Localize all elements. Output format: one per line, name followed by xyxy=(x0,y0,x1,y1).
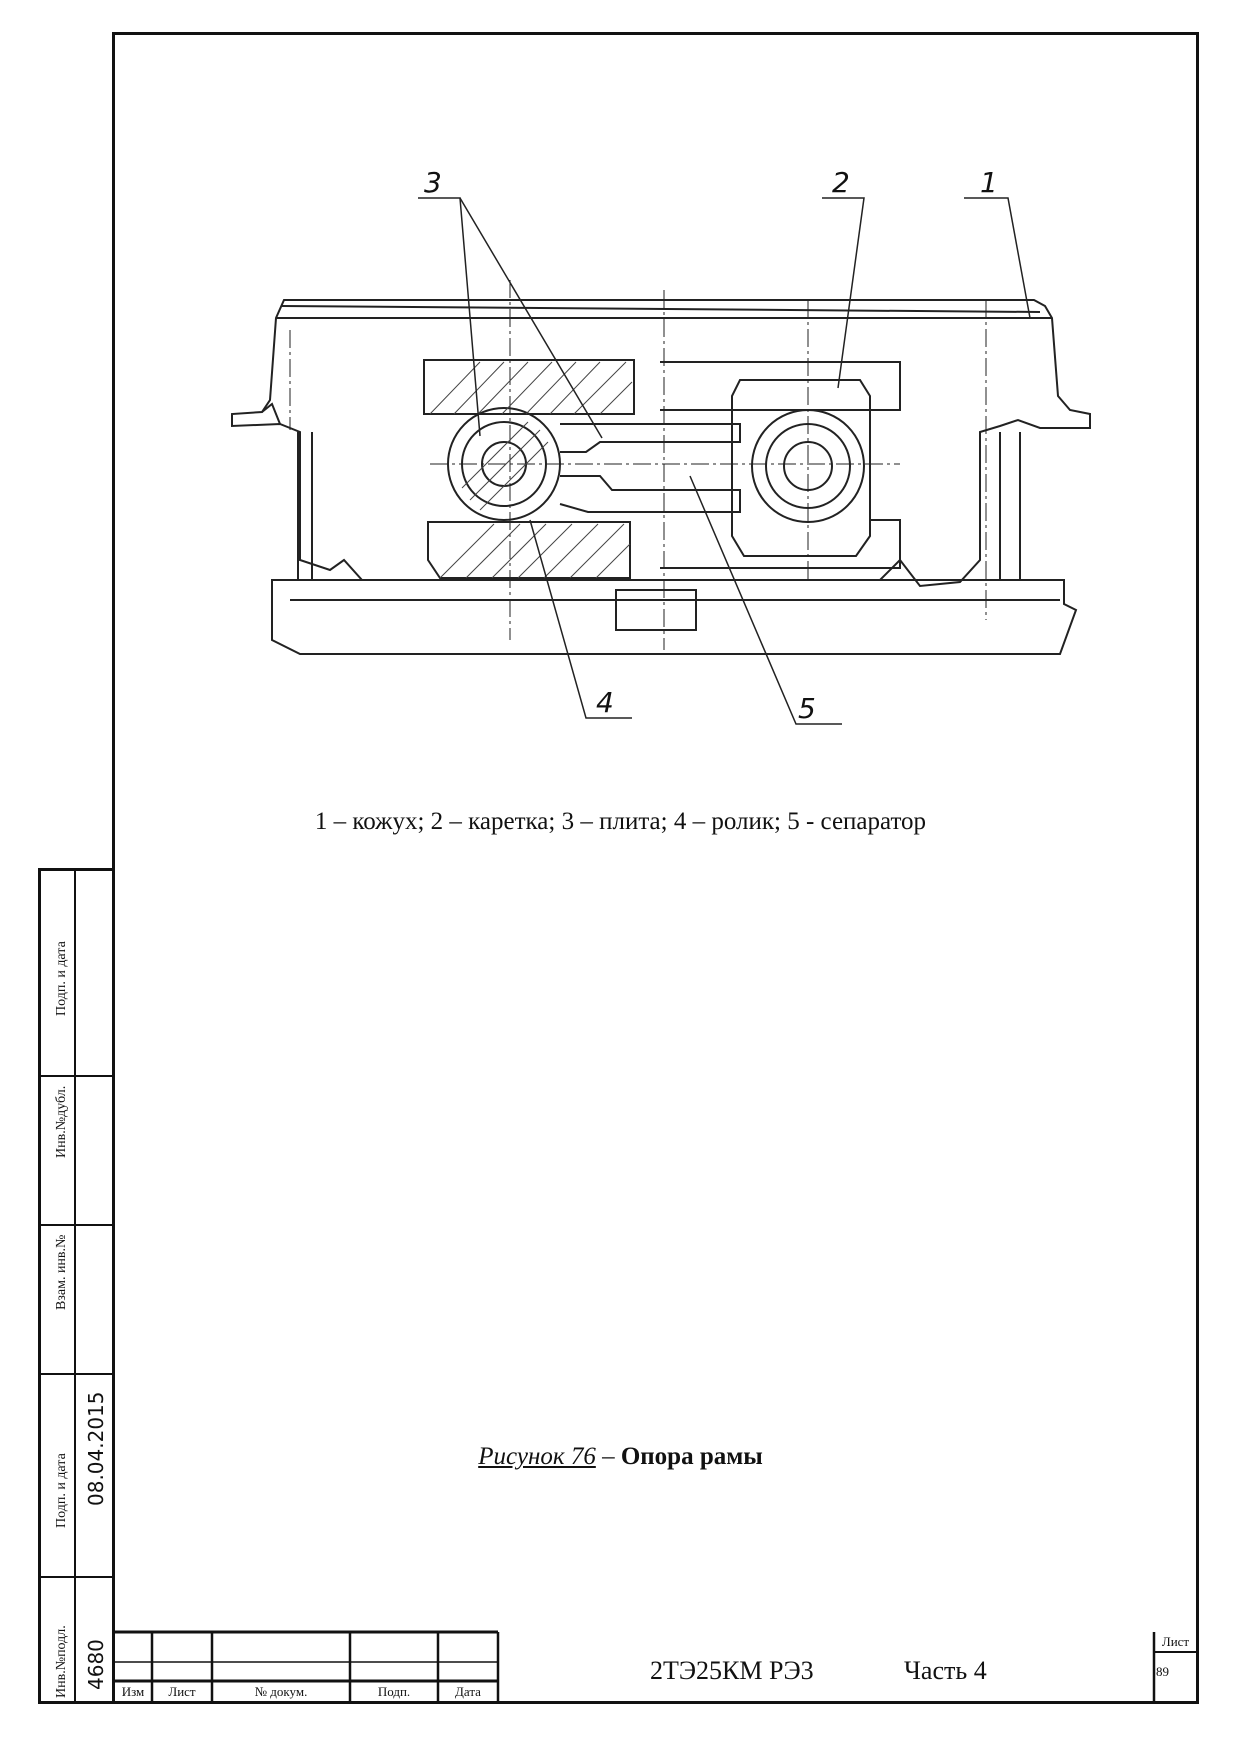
sheet-label: Лист xyxy=(1161,1634,1190,1649)
document-designation: 2ТЭ25КМ РЭ3 xyxy=(650,1656,814,1685)
document-part: Часть 4 xyxy=(904,1656,987,1685)
callout-5: 5 xyxy=(798,692,816,725)
figure-legend: 1 – кожух; 2 – каретка; 3 – плита; 4 – р… xyxy=(314,808,927,835)
callout-2: 2 xyxy=(832,166,850,199)
caption-dash: – xyxy=(595,1443,621,1470)
figure-number: Рисунок 76 xyxy=(478,1443,596,1470)
col-izm: Изм xyxy=(121,1684,145,1699)
col-list: Лист xyxy=(168,1684,196,1699)
callout-3: 3 xyxy=(424,166,442,199)
col-doc-num: № докум. xyxy=(254,1684,308,1699)
col-date: Дата xyxy=(455,1684,481,1699)
figure-caption: Рисунок 76 – Опора рамы xyxy=(0,1443,1241,1471)
sheet-number: 89 xyxy=(1156,1664,1169,1679)
side-stamp xyxy=(38,868,115,1704)
figure-title: Опора рамы xyxy=(620,1443,763,1470)
callout-1: 1 xyxy=(980,166,998,199)
col-sign: Подп. xyxy=(377,1684,411,1699)
callout-4: 4 xyxy=(596,686,614,719)
